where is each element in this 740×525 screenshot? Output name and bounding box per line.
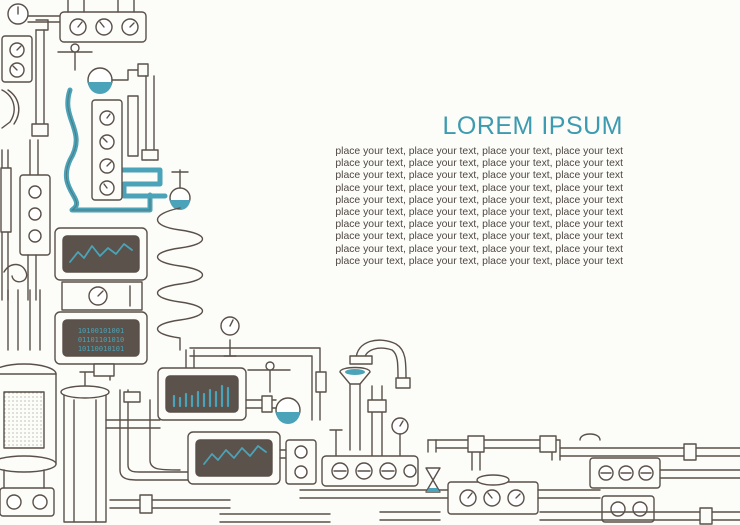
binary-line-1: 10100101001 xyxy=(78,327,124,335)
body-line: place your text, place your text, place … xyxy=(335,158,623,170)
left-vertical-pipes xyxy=(19,19,51,301)
hourglass xyxy=(425,467,441,493)
body-line: place your text, place your text, place … xyxy=(335,182,623,194)
body-line: place your text, place your text, place … xyxy=(335,170,623,182)
body-line: place your text, place your text, place … xyxy=(335,194,623,206)
top-left-gauge xyxy=(7,3,61,25)
gauge-tower xyxy=(91,75,159,201)
body-line: place your text, place your text, place … xyxy=(335,231,623,243)
spring-coil xyxy=(157,207,203,351)
binary-line-2: 01101101010 xyxy=(78,336,124,344)
middle-pipe-cluster xyxy=(105,316,327,514)
bottom-baseline-pipes xyxy=(219,511,441,523)
body-line: place your text, place your text, place … xyxy=(335,207,623,219)
body-line: place your text, place your text, place … xyxy=(335,146,623,157)
right-pipework xyxy=(427,433,740,525)
blue-coil xyxy=(117,167,168,199)
body-line: place your text, place your text, place … xyxy=(335,255,623,267)
mid-gauge-panel xyxy=(61,281,143,311)
monitor-line-chart-2 xyxy=(187,431,317,485)
top-flask xyxy=(57,43,149,94)
body-line: place your text, place your text, place … xyxy=(335,243,623,255)
binary-line-3: 10110010101 xyxy=(78,345,124,353)
left-edge-pipes xyxy=(0,35,33,301)
bottom-center-gauges xyxy=(447,474,601,515)
left-tank xyxy=(0,263,57,517)
body-paragraph: place your text, place your text, place … xyxy=(300,146,623,268)
bottom-gauge-panel xyxy=(299,455,461,499)
large-column-pipe xyxy=(60,363,115,523)
monitor-line-chart-1 xyxy=(54,227,148,281)
monitor-binary-display xyxy=(54,311,148,365)
body-line: place your text, place your text, place … xyxy=(335,219,623,231)
faucet xyxy=(329,339,411,461)
top-gauge-panel xyxy=(59,0,147,43)
headline: LOREM IPSUM xyxy=(442,112,623,140)
valve-flask xyxy=(245,361,301,424)
small-flask xyxy=(169,169,191,210)
monitor-bar-chart xyxy=(157,367,247,421)
